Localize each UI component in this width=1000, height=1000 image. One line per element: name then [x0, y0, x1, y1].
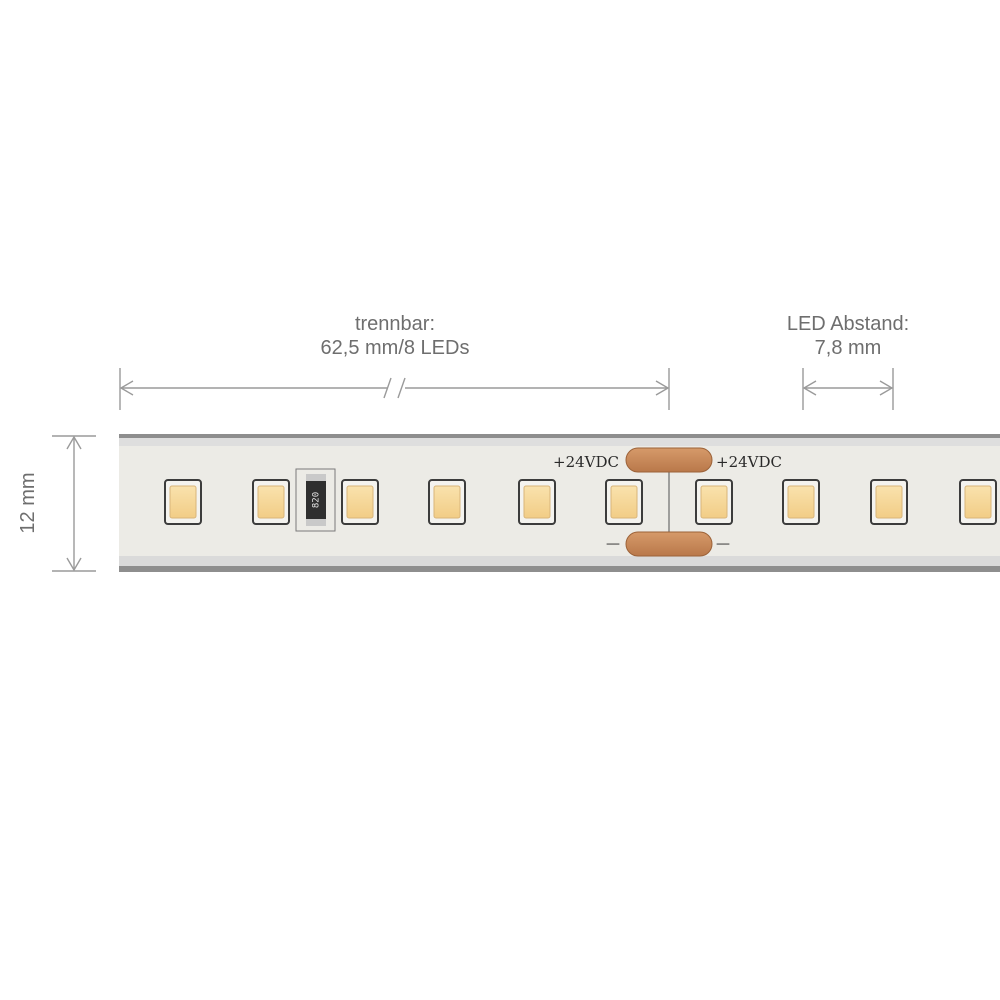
minus-label-left: — — [606, 536, 620, 552]
cut-length-title: trennbar: — [354, 313, 436, 335]
led-chip — [959, 479, 997, 525]
resistor: 820 — [295, 468, 336, 532]
resistor-body — [306, 474, 326, 526]
minus-label-right: — — [716, 536, 730, 552]
led-phosphor — [787, 485, 815, 519]
solder-pad-bottom — [625, 531, 713, 557]
cut-length-arrowhead-left — [119, 380, 134, 396]
led-chip — [695, 479, 733, 525]
led-phosphor — [257, 485, 285, 519]
resistor-cap-top — [306, 474, 326, 481]
cut-length-label: trennbar: 62,5 mm/8 LEDs — [270, 312, 520, 360]
width-arrowhead-bottom — [66, 557, 82, 572]
cut-length-dimension — [119, 368, 670, 410]
led-chip — [341, 479, 379, 525]
resistor-code: 820 — [312, 492, 322, 508]
leds — [164, 479, 997, 525]
width-arrowhead-top — [66, 435, 82, 450]
pad-label-left: +24VDC — [553, 453, 619, 471]
led-phosphor — [169, 485, 197, 519]
resistor-outline — [295, 468, 336, 532]
resistor-cap-bottom — [306, 519, 326, 526]
tube-top-edge — [119, 434, 1000, 438]
led-spacing-label: LED Abstand: 7,8 mm — [748, 312, 948, 360]
led-chip — [428, 479, 466, 525]
led-chip — [164, 479, 202, 525]
width-dimension — [52, 435, 96, 572]
break-mark-2 — [397, 377, 406, 399]
led-phosphor — [433, 485, 461, 519]
tube-bottom-shade — [119, 556, 1000, 566]
led-phosphor — [523, 485, 551, 519]
led-spacing-dimension — [802, 368, 894, 410]
led-phosphor — [610, 485, 638, 519]
pad-label-right: +24VDC — [716, 453, 782, 471]
led-chip — [518, 479, 556, 525]
led-chip — [782, 479, 820, 525]
tube-bottom-edge — [119, 566, 1000, 572]
tube-top-shade — [119, 438, 1000, 446]
led-spacing-title: LED Abstand: — [786, 313, 910, 335]
break-mark-1 — [383, 377, 392, 399]
cut-length-value: 62,5 mm/8 LEDs — [320, 337, 470, 359]
led-chip — [605, 479, 643, 525]
led-phosphor — [964, 485, 992, 519]
led-chip — [252, 479, 290, 525]
led-chip — [870, 479, 908, 525]
led-phosphor — [700, 485, 728, 519]
led-phosphor — [875, 485, 903, 519]
led-phosphor — [346, 485, 374, 519]
led-spacing-value: 7,8 mm — [814, 337, 882, 359]
led-spacing-arrowhead-right — [879, 380, 894, 396]
solder-pads — [625, 447, 713, 557]
solder-pad-top — [625, 447, 713, 473]
cut-length-arrowhead-right — [655, 380, 670, 396]
led-spacing-arrowhead-left — [802, 380, 817, 396]
